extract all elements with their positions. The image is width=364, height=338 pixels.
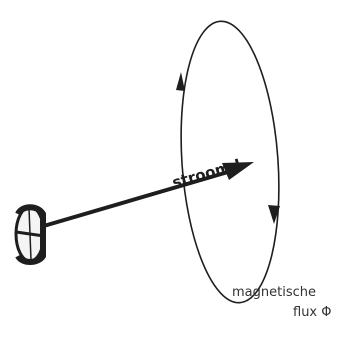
flux-label-line2: flux Φ: [293, 305, 332, 320]
arrow-tail-icon: [16, 207, 44, 262]
flux-arrow-up-icon: [176, 72, 185, 91]
flux-label-line1: magnetische: [232, 285, 316, 300]
